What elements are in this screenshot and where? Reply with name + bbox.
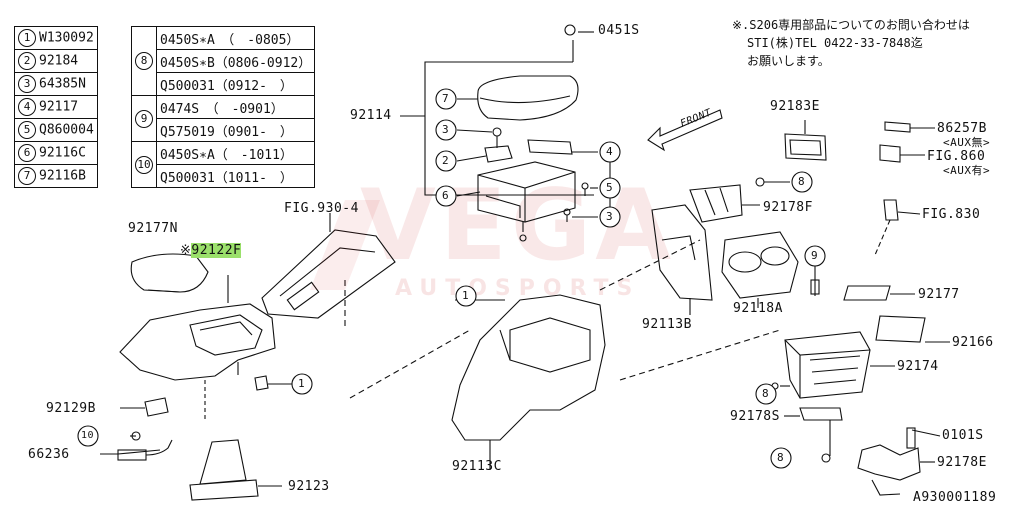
label-92123: 92123	[288, 479, 330, 494]
note-line-1: ※.S206専用部品についてのお問い合わせは	[732, 18, 970, 32]
legend-number-circle: 9	[135, 109, 153, 128]
legend-part-code: W130092	[39, 30, 94, 46]
callout-6: 6	[442, 189, 450, 202]
legend-number-circle: 1	[18, 29, 36, 47]
label-fig830: FIG.830	[922, 207, 981, 222]
label-92178: 92178S	[730, 409, 780, 424]
note-line-2: STI(株)TEL 0422-33-7848迄	[747, 36, 923, 50]
label-92113b: 92113B	[642, 317, 692, 332]
callout-4: 4	[606, 145, 614, 158]
label-92183e: 92183E	[770, 99, 820, 114]
legend-number-circle: 8	[135, 52, 153, 70]
legend-part-code: Q500031（1011- ）	[155, 164, 316, 188]
label-86257b: 86257B	[937, 121, 987, 136]
label-92177: 92177	[918, 287, 960, 302]
legend-part-code: 0450S∗A（ -1011）	[155, 141, 316, 165]
label-92118a: 92118A	[733, 301, 783, 316]
callout-1b: 1	[462, 289, 470, 302]
callout-10: 10	[81, 430, 95, 441]
label-92177n: 92177N	[128, 221, 178, 236]
callout-9: 9	[811, 249, 819, 262]
legend-part-code: 92116B	[39, 168, 86, 184]
label-92114: 92114	[350, 108, 392, 123]
legend-part-code: 92117	[39, 99, 79, 115]
callout-8b: 8	[762, 387, 770, 400]
callout-3b: 3	[606, 210, 614, 223]
watermark-subtext: AUTOSPORTS	[395, 276, 641, 301]
label-92178f: 92178F	[763, 200, 813, 215]
label-92178-text: 92178	[730, 409, 772, 424]
label-66236: 66236	[28, 447, 70, 462]
legend-right-row: Q500031（1011- ）	[132, 164, 316, 188]
watermark-logo: VEGA	[360, 169, 676, 283]
legend-number-circle: 6	[18, 144, 36, 162]
label-aux-none: <AUX無>	[943, 136, 991, 149]
legend-number-circle: 4	[18, 98, 36, 116]
legend-number-circle: 2	[18, 52, 36, 70]
label-0101s: 0101S	[942, 428, 984, 443]
legend-group-number-cell: 10	[131, 141, 157, 188]
label-fig930: FIG.930-4	[284, 201, 359, 216]
callout-1: 1	[298, 377, 306, 390]
legend-part-code: Q500031（0912- ）	[155, 72, 316, 96]
legend-right-row: Q500031（0912- ）	[132, 72, 316, 96]
legend-part-code: Q860004	[39, 122, 94, 138]
legend-part-code: 64385N	[39, 76, 86, 92]
label-aux-yes: <AUX有>	[943, 164, 991, 177]
label-0451s: 0451S	[598, 23, 640, 38]
legend-number-circle: 10	[135, 155, 153, 174]
legend-number-circle: 3	[18, 75, 36, 93]
callout-5: 5	[606, 181, 614, 194]
legend-number-circle: 5	[18, 121, 36, 139]
legend-part-code: 92116C	[39, 145, 86, 161]
label-92122f: ※92122F	[180, 243, 242, 258]
legend-part-code: 0450S∗A （ -0805）	[155, 26, 316, 50]
drawing-number: A930001189	[913, 490, 997, 505]
callout-2: 2	[442, 154, 450, 167]
callout-3: 3	[442, 123, 450, 136]
callout-7: 7	[442, 92, 450, 105]
label-92166: 92166	[952, 335, 994, 350]
legend-number-circle: 7	[18, 167, 36, 185]
label-92113c: 92113C	[452, 459, 502, 474]
legend-part-code: 92184	[39, 53, 79, 69]
callout-8c: 8	[777, 451, 785, 464]
callout-8: 8	[798, 175, 806, 188]
note-line-3: お願いします。	[747, 54, 830, 68]
legend-right-row: Q575019（0901- ）	[132, 118, 316, 142]
label-92178e: 92178E	[937, 455, 987, 470]
label-fig860: FIG.860	[927, 149, 986, 164]
label-92174: 92174	[897, 359, 939, 374]
highlight-92122f: 92122F	[191, 243, 242, 258]
label-92129b: 92129B	[46, 401, 96, 416]
legend-part-code: Q575019（0901- ）	[155, 118, 316, 142]
